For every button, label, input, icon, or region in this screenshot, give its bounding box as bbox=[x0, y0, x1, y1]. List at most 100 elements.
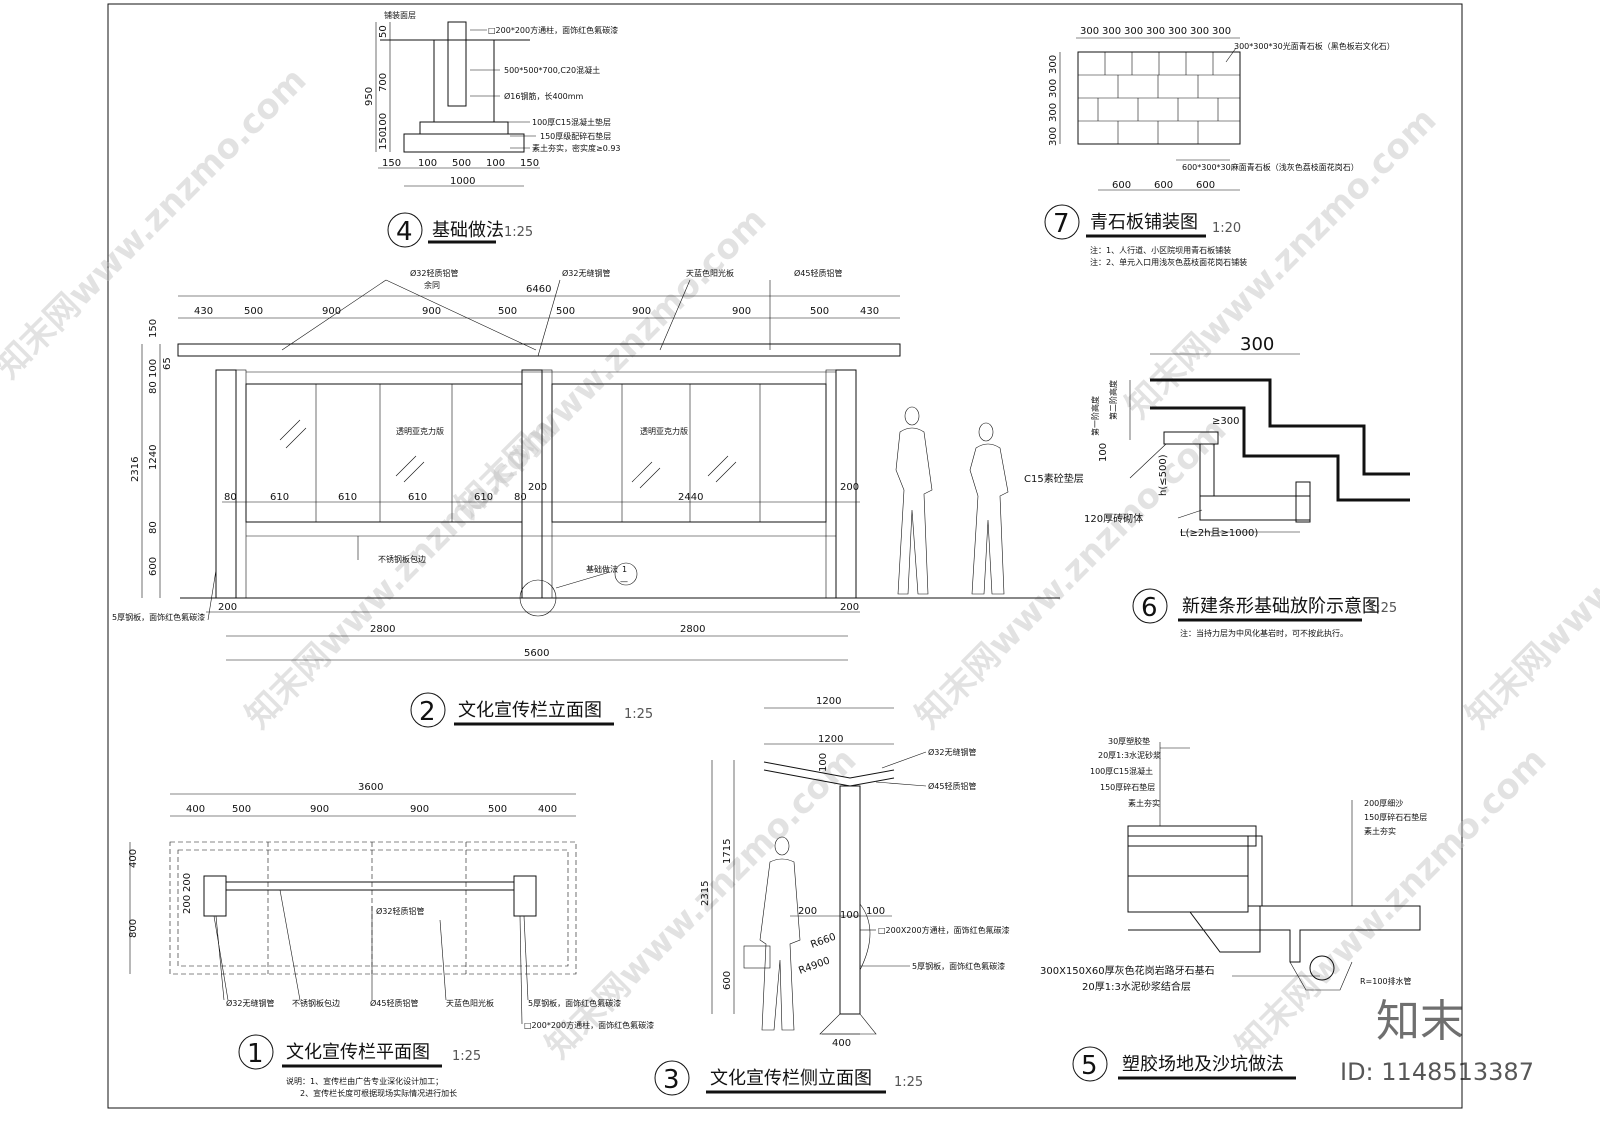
svg-text:500: 500 bbox=[244, 306, 263, 317]
svg-text:400: 400 bbox=[832, 1038, 851, 1049]
svg-text:5: 5 bbox=[1081, 1051, 1098, 1081]
svg-text:2: 2 bbox=[419, 697, 436, 727]
svg-text:500: 500 bbox=[556, 306, 575, 317]
svg-text:—: — bbox=[620, 577, 628, 586]
svg-text:铺装面层: 铺装面层 bbox=[384, 10, 416, 20]
svg-text:800: 800 bbox=[128, 919, 139, 938]
svg-text:1:25: 1:25 bbox=[1368, 601, 1397, 616]
svg-text:R4900: R4900 bbox=[797, 955, 831, 976]
svg-text:Ø32无缝钢管: Ø32无缝钢管 bbox=[928, 747, 976, 757]
svg-text:900: 900 bbox=[422, 306, 441, 317]
svg-text:600: 600 bbox=[1196, 180, 1215, 191]
svg-text:文化宣传栏立面图: 文化宣传栏立面图 bbox=[458, 700, 602, 721]
svg-text:200: 200 bbox=[528, 482, 547, 493]
svg-text:150: 150 bbox=[378, 131, 389, 150]
svg-text:200: 200 bbox=[798, 906, 817, 917]
svg-text:700: 700 bbox=[378, 73, 389, 92]
svg-text:2、宣传栏长度可根据现场实际情况进行加长: 2、宣传栏长度可根据现场实际情况进行加长 bbox=[300, 1088, 457, 1098]
svg-text:注：1、人行道、小区院坝用青石板铺装: 注：1、人行道、小区院坝用青石板铺装 bbox=[1090, 245, 1231, 255]
svg-text:430: 430 bbox=[194, 306, 213, 317]
svg-text:1:25: 1:25 bbox=[504, 225, 533, 240]
svg-text:2440: 2440 bbox=[678, 492, 703, 503]
svg-text:Ø32轻质铝管: Ø32轻质铝管 bbox=[376, 906, 424, 916]
detail-5-plastic-field: 30厚塑胶垫 20厚1:3水泥砂浆 100厚C15混凝土 150厚碎石垫层 素土… bbox=[1040, 736, 1427, 1082]
svg-text:100: 100 bbox=[378, 113, 389, 132]
svg-text:610: 610 bbox=[408, 492, 427, 503]
svg-text:65: 65 bbox=[162, 357, 173, 370]
svg-text:□200*200方通柱，面饰红色氟碳漆: □200*200方通柱，面饰红色氟碳漆 bbox=[524, 1020, 654, 1030]
svg-text:200: 200 bbox=[182, 873, 193, 892]
svg-text:1:25: 1:25 bbox=[452, 1049, 481, 1064]
svg-text:注：当持力层为中风化基岩时，可不按此执行。: 注：当持力层为中风化基岩时，可不按此执行。 bbox=[1180, 628, 1348, 638]
svg-text:1: 1 bbox=[247, 1039, 264, 1069]
svg-text:青石板铺装图: 青石板铺装图 bbox=[1090, 212, 1198, 233]
svg-text:20厚1:3水泥砂浆结合层: 20厚1:3水泥砂浆结合层 bbox=[1082, 980, 1191, 993]
svg-text:100: 100 bbox=[818, 753, 829, 772]
svg-text:Ø32无缝钢管: Ø32无缝钢管 bbox=[562, 268, 610, 278]
svg-text:150: 150 bbox=[148, 319, 159, 338]
svg-text:h(≤500): h(≤500) bbox=[1158, 454, 1169, 496]
svg-text:5厚钢板，面饰红色氟碳漆: 5厚钢板，面饰红色氟碳漆 bbox=[912, 961, 1005, 971]
svg-text:100: 100 bbox=[840, 910, 859, 921]
svg-text:300: 300 bbox=[1048, 103, 1059, 122]
svg-text:900: 900 bbox=[632, 306, 651, 317]
svg-text:4: 4 bbox=[396, 217, 413, 247]
svg-text:天蓝色阳光板: 天蓝色阳光板 bbox=[446, 998, 494, 1008]
svg-text:知末网www.znzmo.com: 知末网www.znzmo.com bbox=[908, 410, 1234, 736]
svg-text:100厚C15混凝土垫层: 100厚C15混凝土垫层 bbox=[532, 117, 611, 127]
svg-text:80: 80 bbox=[514, 492, 527, 503]
detail-4-foundation: 50 700 100 150 950 150 100 500 100 150 1… bbox=[364, 10, 621, 248]
svg-text:2315: 2315 bbox=[700, 881, 711, 906]
svg-text:150厚级配碎石垫层: 150厚级配碎石垫层 bbox=[540, 131, 611, 141]
svg-text:余同: 余同 bbox=[424, 280, 440, 290]
svg-text:500: 500 bbox=[452, 158, 471, 169]
svg-text:Ø45轻质铝管: Ø45轻质铝管 bbox=[370, 998, 418, 1008]
svg-text:基础做法: 基础做法 bbox=[432, 220, 504, 241]
svg-text:30厚塑胶垫: 30厚塑胶垫 bbox=[1108, 736, 1150, 746]
svg-text:300: 300 bbox=[1168, 26, 1187, 37]
svg-text:Ø45轻质铝管: Ø45轻质铝管 bbox=[794, 268, 842, 278]
svg-text:610: 610 bbox=[474, 492, 493, 503]
svg-text:600: 600 bbox=[722, 971, 733, 990]
svg-text:1200: 1200 bbox=[818, 734, 843, 745]
svg-text:基础做法: 基础做法 bbox=[586, 564, 618, 574]
svg-text:Ø32轻质铝管: Ø32轻质铝管 bbox=[410, 268, 458, 278]
svg-text:900: 900 bbox=[310, 804, 329, 815]
brand-logo: 知末 bbox=[1376, 996, 1464, 1047]
svg-text:不锈钢板包边: 不锈钢板包边 bbox=[378, 554, 426, 564]
svg-text:80: 80 bbox=[148, 381, 159, 394]
svg-text:R660: R660 bbox=[809, 932, 837, 951]
svg-text:知末网www.znzmo.com: 知末网www.znzmo.com bbox=[1458, 410, 1600, 736]
svg-text:第二阶高度: 第二阶高度 bbox=[1108, 380, 1118, 420]
svg-text:120厚砖砌体: 120厚砖砌体 bbox=[1084, 512, 1143, 525]
svg-text:不锈钢板包边: 不锈钢板包边 bbox=[292, 998, 340, 1008]
svg-text:200: 200 bbox=[840, 482, 859, 493]
svg-text:500: 500 bbox=[232, 804, 251, 815]
svg-text:100: 100 bbox=[418, 158, 437, 169]
svg-text:1: 1 bbox=[622, 565, 627, 574]
svg-text:610: 610 bbox=[338, 492, 357, 503]
svg-text:600: 600 bbox=[1154, 180, 1173, 191]
svg-text:150厚碎石垫层: 150厚碎石垫层 bbox=[1100, 782, 1155, 792]
svg-text:900: 900 bbox=[322, 306, 341, 317]
svg-text:1240: 1240 bbox=[148, 445, 159, 470]
svg-text:300: 300 bbox=[1190, 26, 1209, 37]
svg-text:300: 300 bbox=[1124, 26, 1143, 37]
svg-text:300: 300 bbox=[1146, 26, 1165, 37]
svg-text:第一阶高度: 第一阶高度 bbox=[1090, 396, 1100, 436]
svg-text:□200*200方通柱，面饰红色氟碳漆: □200*200方通柱，面饰红色氟碳漆 bbox=[488, 25, 618, 35]
svg-text:素土夯实，密实度≥0.93: 素土夯实，密实度≥0.93 bbox=[532, 143, 621, 153]
svg-text:50: 50 bbox=[378, 25, 389, 38]
svg-text:1:25: 1:25 bbox=[894, 1075, 923, 1090]
svg-text:300X150X60厚灰色花岗岩路牙石基石: 300X150X60厚灰色花岗岩路牙石基石 bbox=[1040, 964, 1215, 977]
svg-text:300*300*30光面青石板（黑色板岩文化石）: 300*300*30光面青石板（黑色板岩文化石） bbox=[1234, 41, 1395, 51]
svg-text:2316: 2316 bbox=[130, 457, 141, 482]
svg-text:□200X200方通柱，面饰红色氟碳漆: □200X200方通柱，面饰红色氟碳漆 bbox=[878, 925, 1010, 935]
svg-text:Ø45轻质铝管: Ø45轻质铝管 bbox=[928, 781, 976, 791]
svg-text:430: 430 bbox=[860, 306, 879, 317]
svg-text:C15素砼垫层: C15素砼垫层 bbox=[1024, 472, 1084, 485]
svg-text:400: 400 bbox=[538, 804, 557, 815]
svg-text:文化宣传栏平面图: 文化宣传栏平面图 bbox=[286, 1042, 430, 1063]
svg-text:150: 150 bbox=[520, 158, 539, 169]
svg-text:150: 150 bbox=[382, 158, 401, 169]
